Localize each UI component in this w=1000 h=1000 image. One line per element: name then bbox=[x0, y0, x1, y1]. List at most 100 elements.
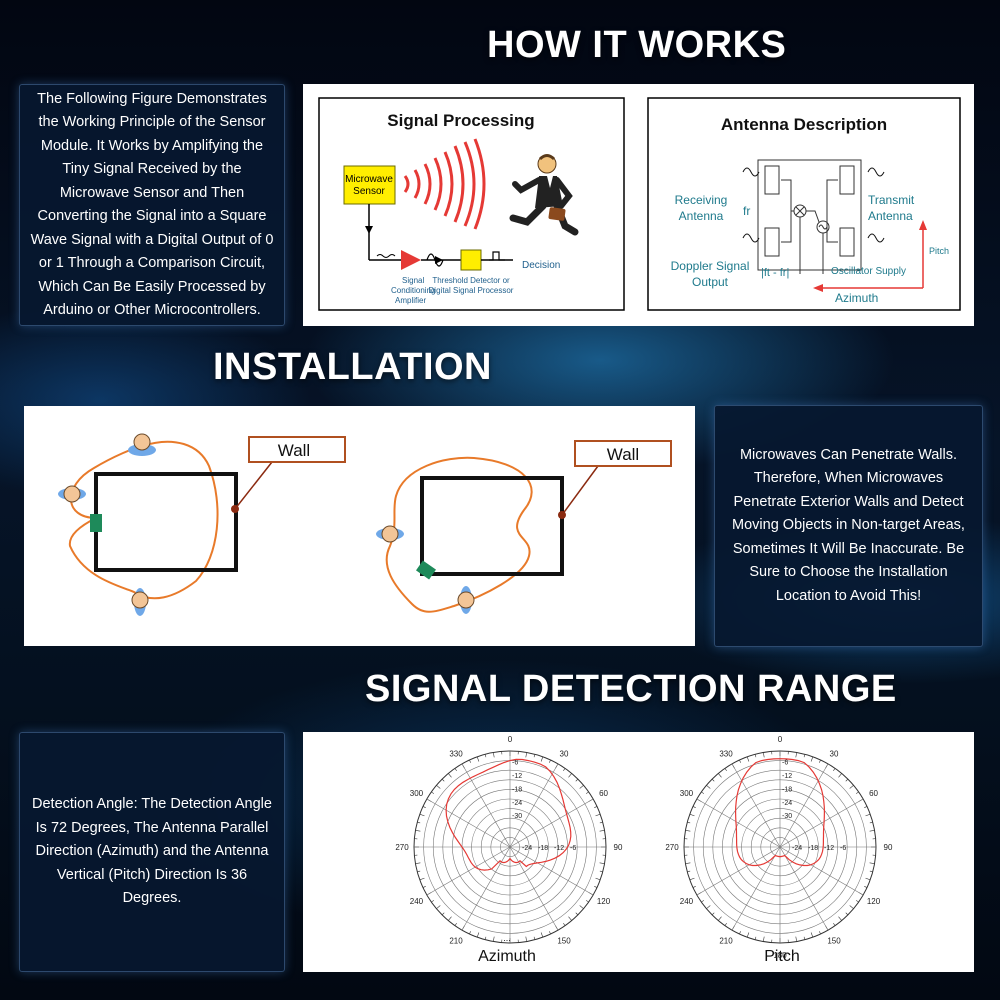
detection-text: Detection Angle: The Detection Angle Is … bbox=[32, 796, 272, 907]
pitch-plot-tick bbox=[763, 752, 765, 758]
azimuth-plot-angle-label: 150 bbox=[557, 937, 571, 946]
azimuth-plot-spoke bbox=[426, 798, 511, 848]
pitch-plot-db-axis-label: -12 bbox=[824, 845, 834, 852]
pitch-plot-angle-label: 300 bbox=[680, 789, 694, 798]
azimuth-plot-tick bbox=[419, 877, 425, 881]
azimuth-plot-tick bbox=[484, 936, 487, 940]
pitch-plot-tick bbox=[754, 936, 757, 940]
pitch-plot-tick bbox=[763, 936, 765, 942]
person-icon bbox=[128, 433, 156, 456]
how-it-works-figure-panel: Signal Processing Microwave Sensor bbox=[303, 84, 974, 326]
azimuth-plot-angle-label: 120 bbox=[597, 897, 611, 906]
pitch-plot-tick bbox=[739, 759, 741, 763]
pitch-plot-db-axis-label: -6 bbox=[840, 845, 846, 852]
azimuth-plot-tick bbox=[533, 936, 536, 940]
azimuth-plot-tick bbox=[594, 806, 598, 808]
azimuth-plot-spoke bbox=[426, 846, 511, 896]
azimuth-plot-db-axis-label: -24 bbox=[522, 845, 532, 852]
azimuth-plot-spoke bbox=[461, 846, 511, 931]
pitch-plot-db-label: -12 bbox=[782, 773, 792, 780]
pitch-plot-tick bbox=[833, 923, 836, 926]
heading-installation: INSTALLATION bbox=[213, 346, 492, 388]
pitch-plot-tick bbox=[724, 768, 727, 771]
azimuth-plot-tick bbox=[448, 773, 452, 778]
installation-description: Microwaves Can Penetrate Walls. Therefor… bbox=[714, 405, 983, 647]
pitch-plot-angle-label: 150 bbox=[827, 937, 841, 946]
pitch-plot-tick bbox=[689, 813, 695, 817]
pitch-plot-tick bbox=[746, 756, 750, 762]
pitch-plot-angle-label: 210 bbox=[719, 937, 733, 946]
pitch-plot-angle-label: 0 bbox=[778, 735, 783, 744]
azimuth-plot-tick bbox=[549, 931, 551, 935]
pitch-plot-tick bbox=[718, 916, 722, 921]
ft-fr-label: |ft - fr| bbox=[761, 267, 789, 279]
detection-polar-plots: Azimuth Pitch 03060901201502102402703003… bbox=[395, 735, 893, 965]
pitch-plot-db-label: -18 bbox=[782, 786, 792, 793]
azimuth-plot-angle-label: 30 bbox=[560, 749, 569, 758]
pitch-plot-tick bbox=[692, 806, 696, 808]
azimuth-plot-angle-label: 330 bbox=[449, 749, 463, 758]
pitch-plot-tick bbox=[803, 754, 806, 758]
pitch-plot-tick bbox=[833, 768, 836, 771]
azimuth-plot-tick bbox=[493, 936, 495, 942]
pitch-plot-tick bbox=[856, 900, 859, 903]
pitch-plot-spoke bbox=[779, 763, 829, 848]
pitch-plot-angle-label: 60 bbox=[869, 789, 878, 798]
pitch-plot-angle-label: 90 bbox=[884, 843, 893, 852]
pitch-plot-angle-label: 270 bbox=[665, 843, 679, 852]
how-it-works-description: The Following Figure Demonstrates the Wo… bbox=[19, 84, 285, 326]
azimuth-plot-spoke bbox=[461, 763, 511, 848]
fr-label: fr bbox=[743, 204, 750, 218]
azimuth-plot-angle-label: 60 bbox=[599, 789, 608, 798]
pitch-plot-tick bbox=[803, 936, 806, 940]
pitch-plot-tick bbox=[685, 830, 691, 832]
pitch-plot-tick bbox=[718, 773, 722, 778]
pitch-plot-spoke bbox=[779, 846, 829, 931]
azimuth-plot-tick bbox=[454, 923, 457, 926]
azimuth-plot-db-label: -6 bbox=[512, 759, 518, 766]
azimuth-plot-tick bbox=[422, 886, 426, 888]
pitch-plot-tick bbox=[838, 773, 842, 778]
antenna-schematic bbox=[742, 159, 885, 274]
azimuth-plot-angle-label: 240 bbox=[410, 897, 424, 906]
azimuth-plot-tick bbox=[575, 778, 579, 782]
signal-processing-title: Signal Processing bbox=[387, 111, 534, 130]
antenna-description-title: Antenna Description bbox=[721, 115, 887, 134]
azimuth-plot-tick bbox=[549, 759, 551, 763]
microwave-sensor-block bbox=[343, 165, 396, 205]
pitch-plot-db-label: -6 bbox=[782, 759, 788, 766]
pitch-plot-spoke bbox=[696, 846, 781, 896]
pitch-plot-spoke bbox=[731, 846, 781, 931]
detector-label-2: Digital Signal Processor bbox=[429, 286, 514, 295]
pitch-plot-tick bbox=[711, 778, 715, 782]
pitch-plot-tick bbox=[864, 806, 868, 808]
azimuth-plot-tick bbox=[568, 773, 572, 778]
pitch-plot-tick bbox=[849, 785, 854, 789]
pitch-plot-tick bbox=[869, 862, 875, 864]
azimuth-plot-angle-label: 300 bbox=[410, 789, 424, 798]
azimuth-plot-tick bbox=[525, 936, 527, 942]
oscillator-label: Oscillator Supply bbox=[831, 266, 906, 277]
installation-figure: Wall Wall bbox=[58, 433, 672, 616]
pitch-plot-tick bbox=[692, 886, 696, 888]
pitch-plot-spoke bbox=[779, 798, 864, 848]
azimuth-plot-tick bbox=[415, 830, 421, 832]
pitch-plot-db-axis-label: -18 bbox=[808, 845, 818, 852]
sensor-label-2: Sensor bbox=[353, 186, 385, 197]
azimuth-plot-tick bbox=[436, 785, 441, 789]
azimuth-plot-tick bbox=[476, 756, 480, 762]
azimuth-plot-tick bbox=[595, 877, 601, 881]
azimuth-plot-tick bbox=[586, 900, 589, 903]
heading-signal-detection-range: SIGNAL DETECTION RANGE bbox=[365, 668, 897, 710]
azimuth-plot-tick bbox=[431, 900, 434, 903]
azimuth-plot-tick bbox=[540, 756, 544, 762]
pitch-plot-tick bbox=[687, 821, 691, 824]
azimuth-plot-tick bbox=[448, 916, 452, 921]
azimuth-plot-tick bbox=[563, 768, 566, 771]
pitch-plot-tick bbox=[795, 936, 797, 942]
amp-label-3: Amplifier bbox=[395, 296, 426, 305]
how-it-works-figure: Signal Processing Microwave Sensor bbox=[318, 97, 961, 311]
amp-label-1: Signal bbox=[402, 276, 424, 285]
azimuth-plot-tick bbox=[533, 754, 536, 758]
azimuth-plot-db-label: -18 bbox=[512, 786, 522, 793]
